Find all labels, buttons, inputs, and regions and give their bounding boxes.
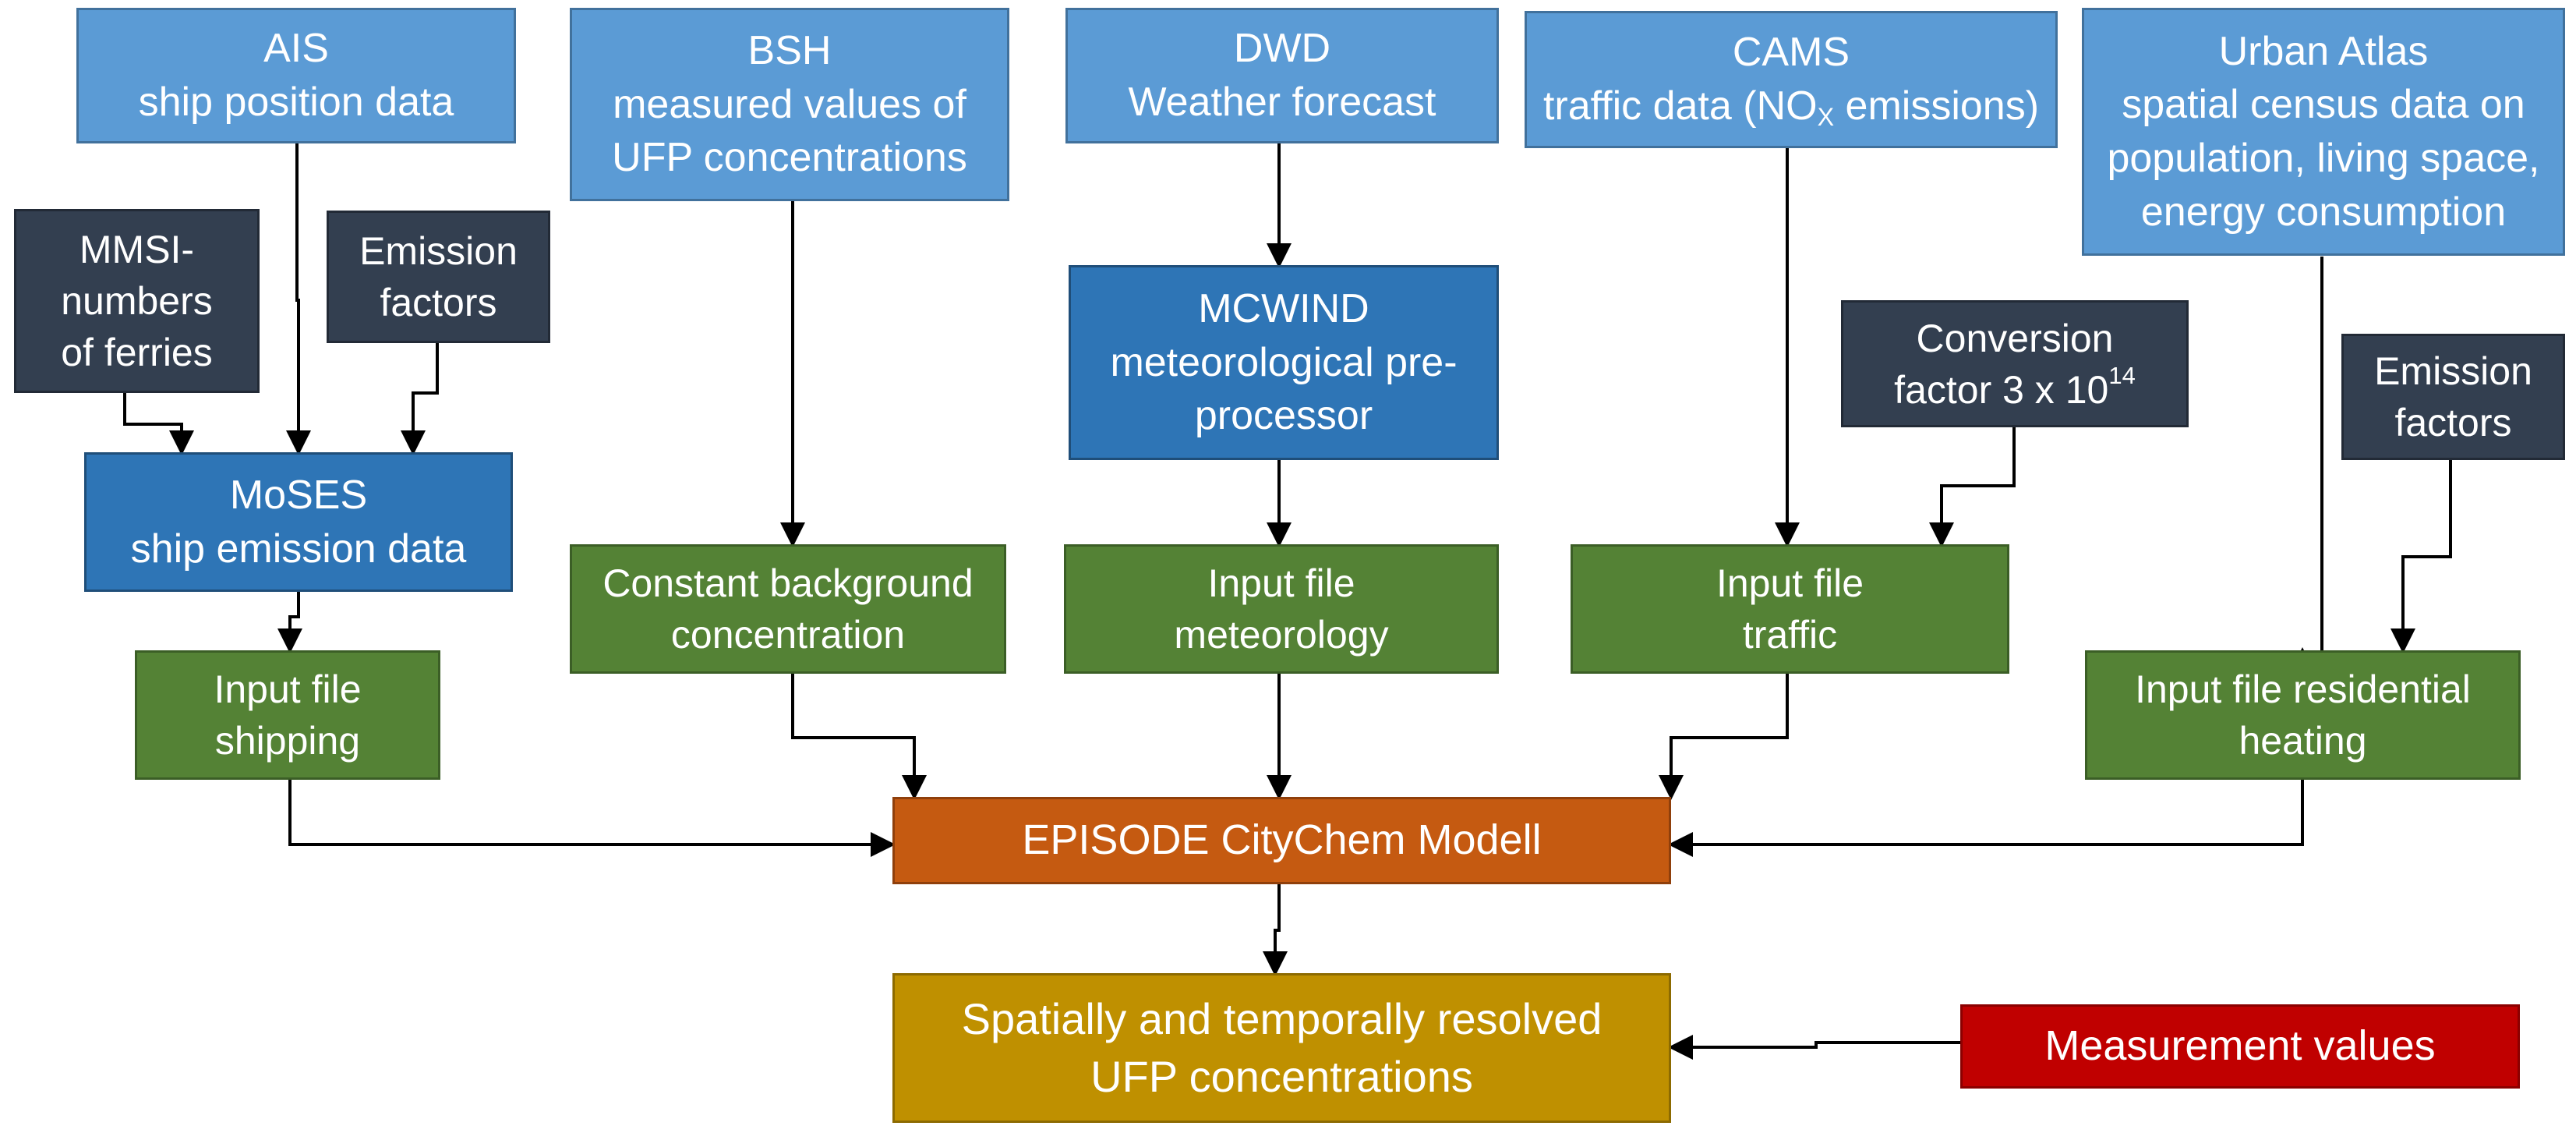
cams-title: CAMS [1732, 30, 1850, 76]
bsh-line-1: measured values of [613, 81, 966, 127]
moses-box: MoSES ship emission data [84, 452, 513, 592]
input-file-heating-box: Input file residential heating [2085, 650, 2521, 780]
ship-emission-factors-line-1: Emission [359, 229, 518, 273]
mmsi-line-2: numbers [61, 279, 213, 323]
arrow-background-to-model [791, 674, 927, 800]
episode-citychem-model-box: EPISODE CityChem Modell [892, 797, 1671, 884]
mcwind-box: MCWIND meteorological pre- processor [1069, 265, 1499, 460]
arrow-mmsi-to-moses [123, 393, 194, 455]
input-meteorology-line-1: Input file [1207, 561, 1355, 605]
input-file-meteorology-box: Input file meteorology [1064, 544, 1499, 674]
ais-title: AIS [263, 26, 329, 72]
mcwind-line-2: processor [1194, 393, 1373, 439]
urban-atlas-title: Urban Atlas [2218, 28, 2429, 74]
cams-subtitle-pre: traffic data (NO [1542, 83, 1818, 129]
conversion-exponent: 14 [2108, 361, 2136, 389]
heating-emission-factors-box: Emission factors [2341, 334, 2565, 460]
arrow-shipping-to-model [288, 780, 896, 857]
arrow-emission-to-moses [401, 343, 439, 455]
input-traffic-line-1: Input file [1716, 561, 1864, 605]
constant-background-box: Constant background concentration [570, 544, 1006, 674]
arrow-measurement-to-result [1668, 1035, 1960, 1060]
bsh-line-2: UFP concentrations [612, 135, 967, 181]
arrow-conversion-to-traffic [1929, 427, 2016, 547]
cams-subtitle: traffic data (NOX emissions) [1543, 80, 2039, 133]
bsh-title: BSH [747, 28, 832, 74]
mmsi-numbers-box: MMSI- numbers of ferries [14, 209, 260, 393]
arrow-model-to-result [1263, 884, 1288, 976]
urban-atlas-line-2: population, living space, [2107, 136, 2540, 181]
heating-emission-factors-line-2: factors [2394, 401, 2512, 444]
input-file-traffic-box: Input file traffic [1571, 544, 2009, 674]
ufp-result-box: Spatially and temporally resolved UFP co… [892, 973, 1671, 1123]
arrow-emission-to-heating [2390, 460, 2452, 653]
urban-atlas-source-box: Urban Atlas spatial census data on popul… [2082, 8, 2565, 256]
arrow-traffic-to-model [1659, 674, 1789, 800]
measurement-label: Measurement values [2044, 1022, 2436, 1070]
arrow-moses-to-shipping [277, 592, 302, 653]
urban-atlas-line-1: spatial census data on [2122, 82, 2525, 128]
cams-subtitle-post: emissions) [1834, 83, 2040, 129]
conversion-factor-box: Conversion factor 3 x 1014 [1841, 300, 2189, 427]
moses-subtitle: ship emission data [130, 526, 467, 572]
result-line-2: UFP concentrations [1090, 1052, 1473, 1101]
urban-atlas-line-3: energy consumption [2140, 189, 2507, 235]
cams-subtitle-x: X [1817, 103, 1835, 132]
arrow-ais-to-moses [286, 143, 311, 455]
ais-source-box: AIS ship position data [76, 8, 516, 143]
input-file-shipping-box: Input file shipping [135, 650, 440, 780]
result-line-1: Spatially and temporally resolved [961, 994, 1602, 1044]
input-traffic-line-2: traffic [1742, 613, 1838, 657]
conversion-line-1: Conversion [1916, 316, 2114, 360]
bsh-source-box: BSH measured values of UFP concentration… [570, 8, 1009, 201]
input-heating-line-1: Input file residential [2135, 667, 2471, 711]
input-meteorology-line-2: meteorology [1174, 613, 1389, 657]
dwd-subtitle: Weather forecast [1128, 80, 1436, 125]
dwd-source-box: DWD Weather forecast [1065, 8, 1499, 143]
mmsi-line-3: of ferries [61, 331, 213, 374]
background-line-1: Constant background [602, 561, 974, 605]
input-shipping-line-1: Input file [214, 667, 362, 711]
mcwind-title: MCWIND [1198, 286, 1369, 332]
background-line-2: concentration [670, 613, 906, 657]
measurement-values-box: Measurement values [1960, 1004, 2520, 1089]
mcwind-line-1: meteorological pre- [1110, 339, 1458, 385]
arrow-heating-to-model [1668, 780, 2304, 857]
ais-subtitle: ship position data [138, 80, 454, 125]
input-heating-line-2: heating [2239, 719, 2367, 763]
conversion-line-2: factor 3 x 1014 [1894, 361, 2136, 416]
ship-emission-factors-line-2: factors [380, 281, 497, 324]
model-label: EPISODE CityChem Modell [1022, 816, 1542, 864]
moses-title: MoSES [229, 472, 368, 518]
mmsi-line-1: MMSI- [79, 228, 195, 271]
dwd-title: DWD [1233, 26, 1331, 72]
conversion-line-2-base: factor 3 x 10 [1894, 367, 2109, 412]
arrow-urban-to-heating [2290, 257, 2323, 672]
ship-emission-factors-box: Emission factors [327, 211, 550, 343]
cams-source-box: CAMS traffic data (NOX emissions) [1525, 11, 2058, 148]
input-shipping-line-2: shipping [214, 719, 361, 763]
heating-emission-factors-line-1: Emission [2374, 349, 2532, 393]
